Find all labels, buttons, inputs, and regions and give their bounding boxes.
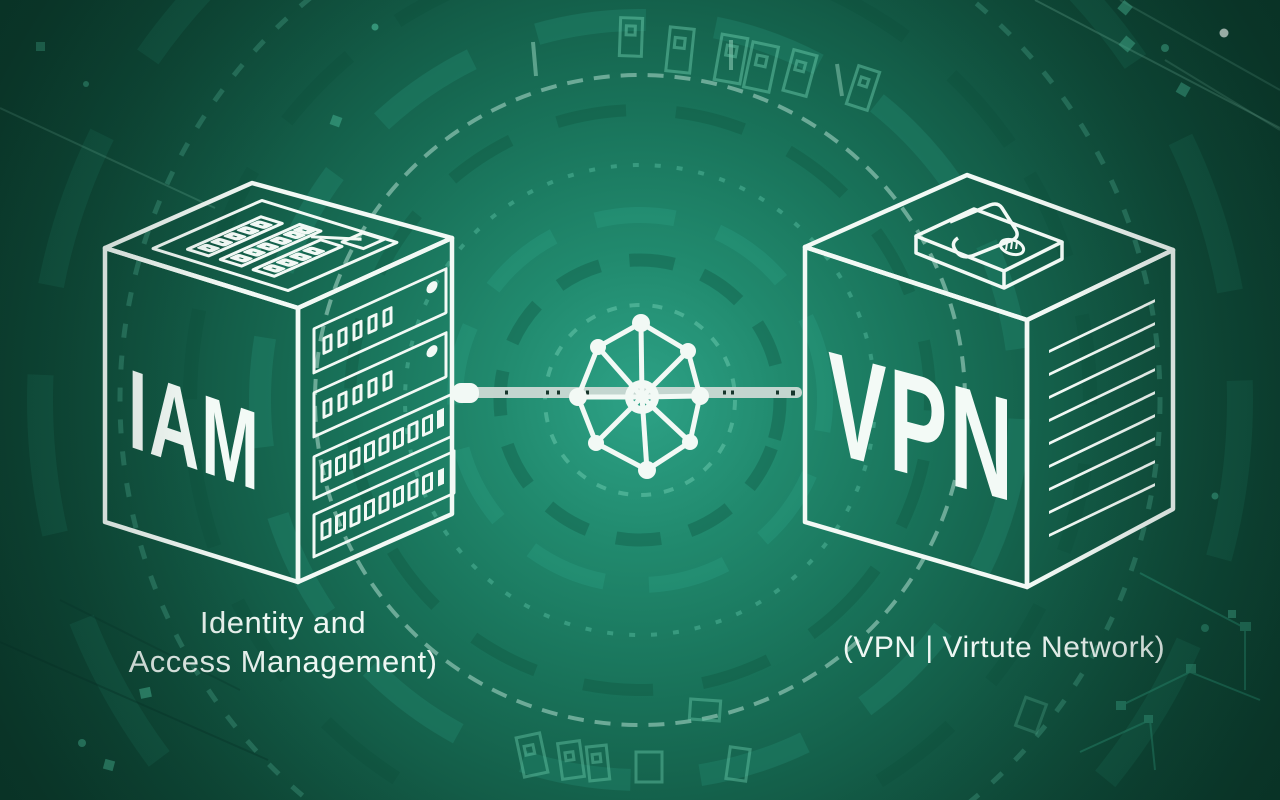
- diagram-canvas: IAM: [0, 0, 1280, 800]
- vignette-overlay: [0, 0, 1280, 800]
- iam-vpn-diagram: IAM: [0, 0, 1280, 800]
